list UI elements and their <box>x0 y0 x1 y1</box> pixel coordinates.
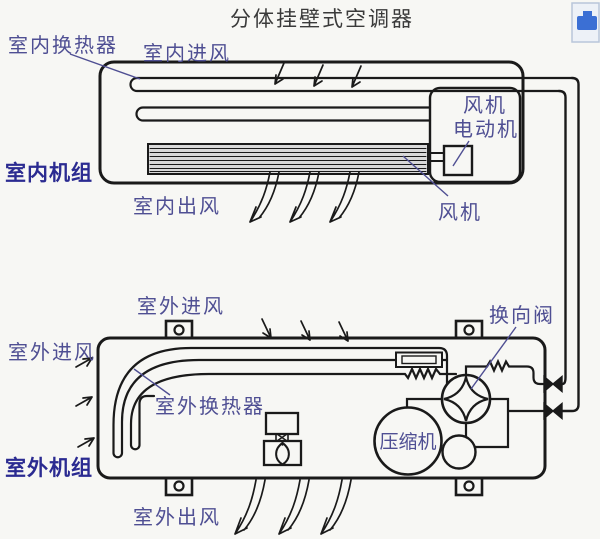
motor-compartment <box>428 86 522 184</box>
cross-flow-fan <box>147 143 429 175</box>
label-outdoor-air-out: 室外出风 <box>133 506 221 529</box>
pipe-gas-line <box>561 76 580 413</box>
air-out-arrow <box>234 479 266 535</box>
outdoor-air-in-left-arrows <box>75 357 95 448</box>
outdoor-air-out-arrows <box>234 479 352 535</box>
indoor-unit-outline <box>98 60 525 185</box>
page-title: 分体挂壁式空调器 <box>230 8 414 31</box>
air-in-arrow <box>351 65 362 88</box>
air-in-arrow <box>261 318 272 339</box>
label-outdoor-air-in-top: 室外进风 <box>137 295 225 318</box>
service-valves <box>543 375 563 420</box>
leader-lines <box>69 53 517 396</box>
label-indoor-heat-exchanger: 室内换热器 <box>8 34 118 57</box>
label-fan-motor-line2: 电动机 <box>453 118 519 141</box>
indoor-air-out-arrows <box>249 171 360 223</box>
compressor <box>373 406 443 476</box>
label-outdoor-unit-group: 室外机组 <box>5 456 93 480</box>
label-outdoor-heat-exchanger: 室外换热器 <box>155 395 265 418</box>
fan-shaft <box>427 152 445 162</box>
image-viewer-icon[interactable] <box>571 2 600 43</box>
label-indoor-air-out: 室内出风 <box>133 195 221 218</box>
pipe-liquid-line <box>557 89 567 386</box>
leader-fan <box>402 155 449 197</box>
leader-fan-motor <box>452 140 470 167</box>
label-indoor-unit-group: 室内机组 <box>5 161 93 185</box>
icon-glyph-body <box>577 16 597 30</box>
air-out-arrow <box>320 479 352 535</box>
label-fan-motor-line1: 风机 <box>463 94 507 117</box>
capillary-line <box>464 358 546 386</box>
indoor-unit <box>98 60 580 413</box>
fan-motor-box <box>442 144 474 177</box>
label-reversing-valve: 换向阀 <box>489 304 555 327</box>
service-valve-liquid <box>543 375 563 393</box>
label-indoor-air-in: 室内进风 <box>143 42 231 65</box>
air-out-arrow <box>249 171 280 223</box>
air-in-arrow <box>75 396 93 407</box>
air-in-arrow <box>77 437 95 448</box>
outdoor-air-in-top-arrows <box>261 318 349 342</box>
label-fan: 风机 <box>438 201 482 224</box>
filter-dryer <box>395 351 449 368</box>
air-in-arrow <box>75 357 93 368</box>
label-compressor: 压缩机 <box>379 431 436 453</box>
outdoor-heat-exchanger-tube-2 <box>129 366 458 451</box>
icon-glyph-top <box>583 11 592 17</box>
air-in-arrow <box>274 62 285 85</box>
accumulator <box>441 434 477 470</box>
reversing-valve <box>440 373 492 425</box>
indoor-heat-exchanger-tube-2 <box>135 106 432 122</box>
air-in-arrow <box>300 320 311 341</box>
suction-line <box>468 397 510 449</box>
leader-reversing-valve <box>470 326 517 390</box>
outdoor-unit <box>96 319 563 497</box>
air-in-arrow <box>313 64 324 87</box>
air-out-arrow <box>278 479 310 535</box>
leader-outdoor-heat-exchanger <box>133 368 171 396</box>
indoor-air-in-arrows <box>274 62 362 88</box>
air-in-arrow <box>338 321 349 342</box>
leader-indoor-heat-exchanger <box>69 53 141 80</box>
label-outdoor-air-in-left: 室外进风 <box>8 341 96 364</box>
outdoor-fan <box>262 411 303 467</box>
air-out-arrow <box>289 171 320 223</box>
outdoor-heat-exchanger-tube-1 <box>112 346 449 459</box>
air-out-arrow <box>329 171 360 223</box>
service-valve-gas <box>543 402 563 420</box>
